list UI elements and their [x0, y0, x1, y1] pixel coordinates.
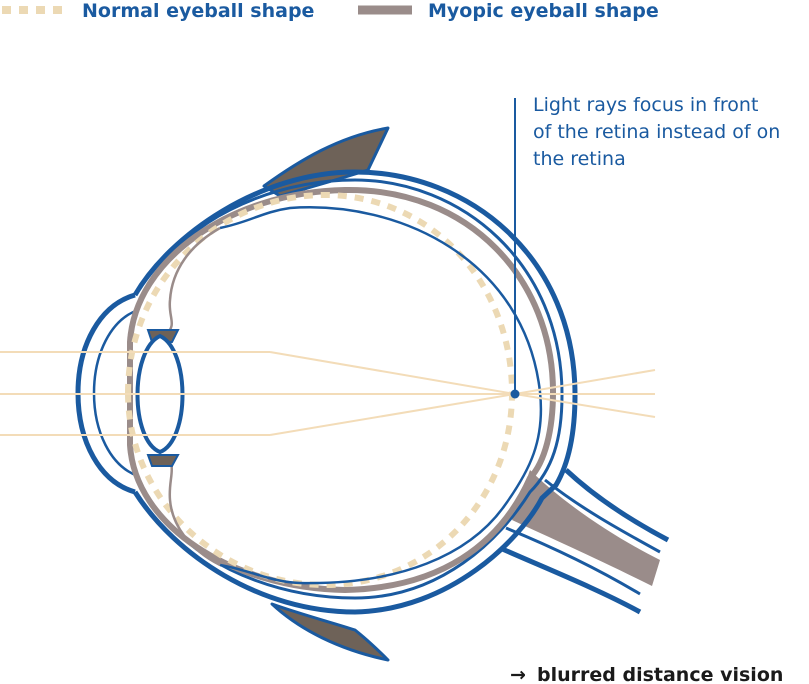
ciliary-body-upper: [164, 226, 221, 336]
annotation-text: Light rays focus in front of the retina …: [533, 94, 780, 170]
retina-line: [219, 206, 543, 585]
optic-nerve-outer-upper: [564, 468, 670, 543]
optic-nerve: [498, 468, 670, 615]
legend-normal-label: Normal eyeball shape: [82, 0, 314, 22]
light-ray-diverge-down: [514, 393, 656, 418]
footer-arrow-icon: →: [510, 664, 526, 684]
annotation-line-3: the retina: [533, 148, 626, 170]
choroid-line: [168, 178, 564, 600]
footer: → blurred distance vision: [510, 664, 783, 684]
optic-nerve-fill: [512, 470, 660, 586]
lower-eye-muscle: [270, 602, 390, 662]
iris-lower: [146, 454, 180, 467]
optic-nerve-inner-upper: [544, 478, 661, 554]
optic-nerve-inner-lower: [505, 526, 641, 596]
light-ray-diverge-up: [514, 369, 656, 395]
legend-myopic-label: Myopic eyeball shape: [428, 0, 659, 22]
ciliary-body-lower: [164, 454, 221, 567]
light-ray-bottom-refracted: [269, 393, 516, 436]
optic-nerve-outer-lower: [498, 545, 642, 615]
light-ray-top-refracted: [269, 351, 516, 395]
focal-point-dot: [510, 389, 520, 399]
footer-label: blurred distance vision: [537, 664, 783, 684]
light-rays: [0, 351, 656, 436]
annotation-line-2: of the retina instead of on: [533, 121, 780, 143]
normal-eyeball-outline: [124, 191, 516, 589]
sclera-outline: [132, 169, 578, 615]
legend: Normal eyeball shape Myopic eyeball shap…: [2, 0, 659, 22]
annotation-line-1: Light rays focus in front: [533, 94, 758, 116]
